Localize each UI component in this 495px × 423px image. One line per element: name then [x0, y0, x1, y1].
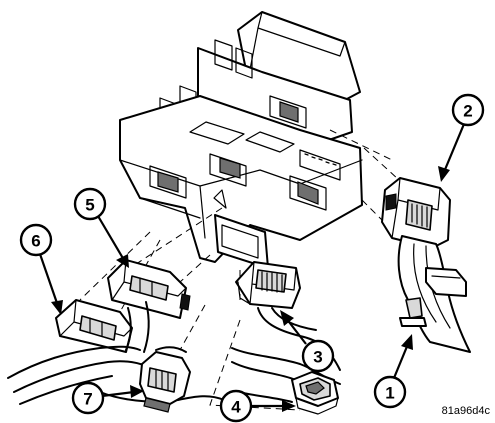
- callout-7: 7: [71, 381, 105, 415]
- callout-1: 1: [373, 375, 407, 409]
- connector-1-harness: [397, 235, 471, 353]
- callout-leaders: [38, 123, 466, 412]
- callout-number: 6: [31, 232, 40, 251]
- junction-block: [119, 11, 363, 269]
- callout-number: 3: [313, 348, 322, 367]
- callout-6: 6: [19, 223, 53, 257]
- callout-number: 7: [83, 390, 92, 409]
- left-wire-harness: [7, 301, 225, 405]
- connector-6: [55, 299, 133, 353]
- callout-number: 4: [231, 398, 241, 417]
- connector-7: [139, 351, 191, 413]
- connector-4: [291, 371, 339, 415]
- callout-5: 5: [73, 187, 107, 221]
- connector-2: [381, 177, 451, 249]
- callout-3: 3: [301, 339, 335, 373]
- callout-number: 1: [385, 384, 394, 403]
- callout-2: 2: [451, 93, 485, 127]
- connector-5: [107, 259, 191, 319]
- callout-number: 5: [85, 196, 94, 215]
- figure-id-label: 81a96d4c: [442, 405, 491, 417]
- callout-4: 4: [219, 389, 253, 423]
- callout-number: 2: [463, 102, 472, 121]
- connector-3: [235, 261, 301, 309]
